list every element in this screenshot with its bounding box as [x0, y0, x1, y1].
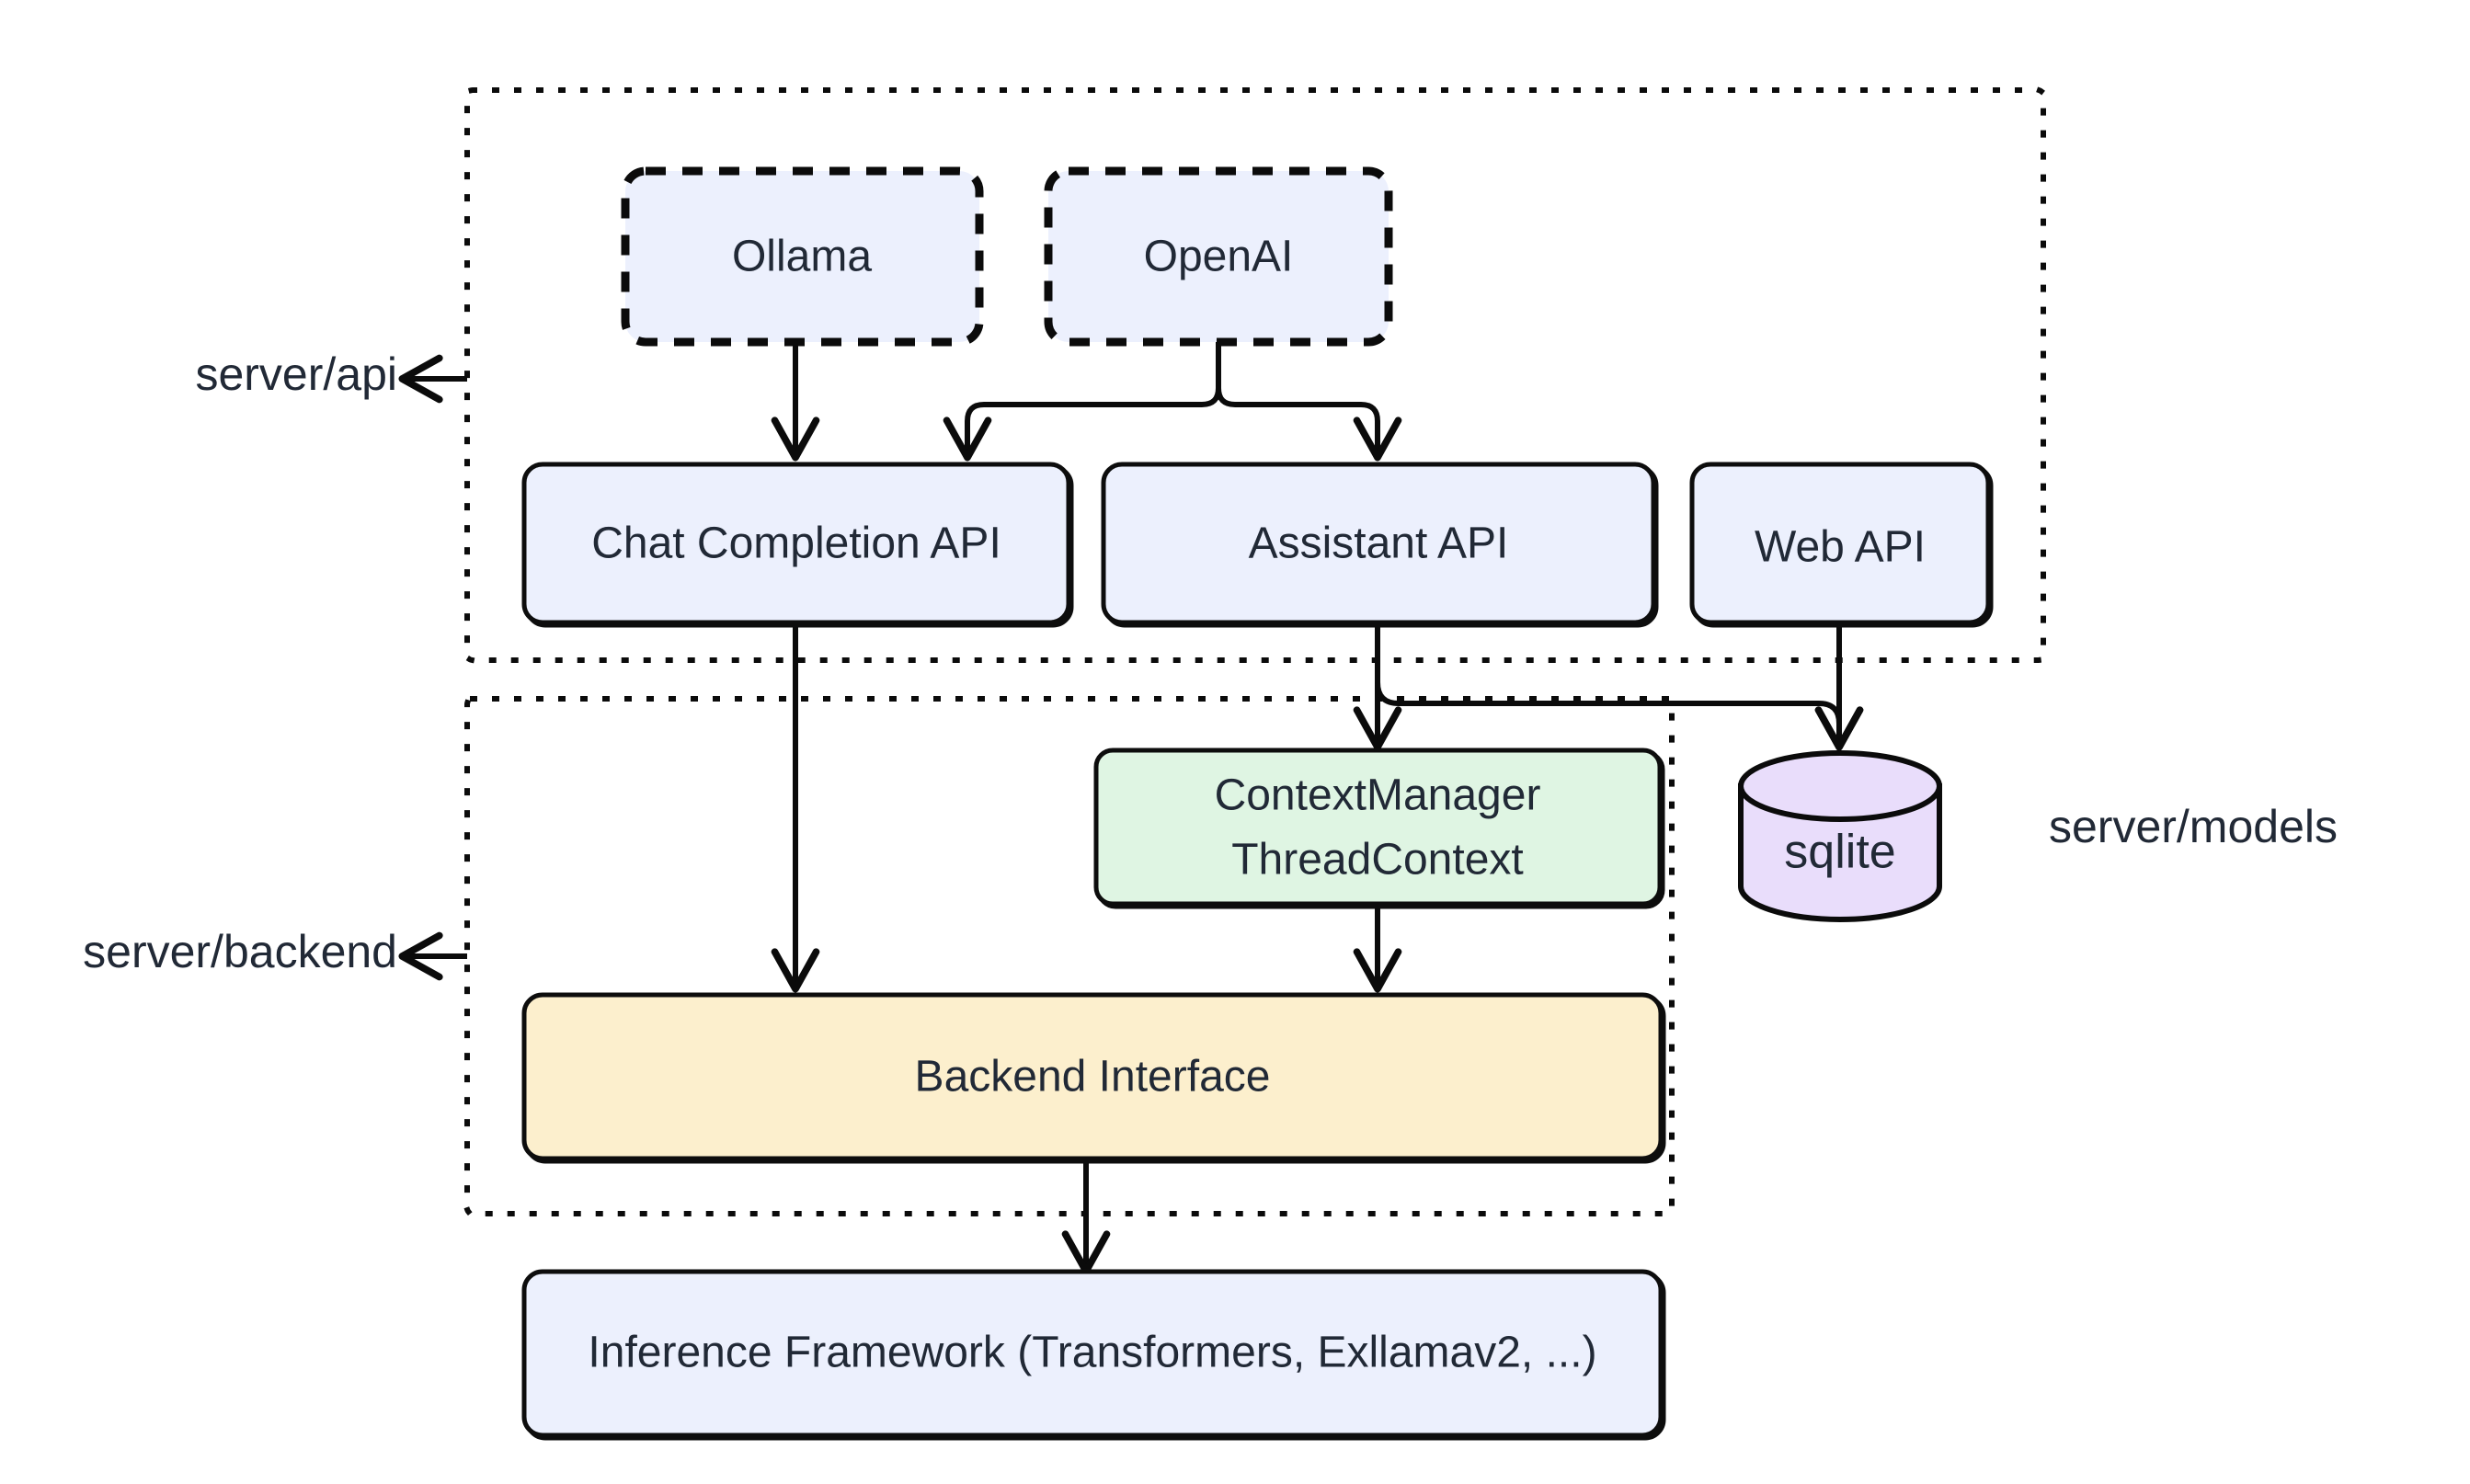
node-web-api-shape — [1689, 462, 1991, 625]
node-inference-framework-shape — [521, 1269, 1664, 1438]
node-chat-completion-api-shape — [521, 462, 1071, 625]
node-web-api-label: Web API — [1755, 523, 1926, 572]
node-sqlite-label: sqlite — [1784, 826, 1895, 879]
node-ollama-label: Ollama — [732, 233, 872, 281]
node-inference-framework-label: Inference Framework (Transformers, Exlla… — [588, 1329, 1596, 1377]
node-inference-framework[interactable]: Inference Framework (Transformers, Exlla… — [521, 1269, 1664, 1438]
node-chat-completion-api-label: Chat Completion API — [591, 519, 1001, 568]
node-backend-interface-shape — [521, 992, 1664, 1161]
node-context-manager-shape — [1093, 748, 1663, 907]
node-web-api[interactable]: Web API — [1689, 462, 1991, 625]
node-sqlite[interactable]: sqlite — [1738, 750, 1942, 922]
node-context-manager-label-line1: ContextManager — [1215, 771, 1541, 820]
group-label-server-backend: server/backend — [83, 926, 397, 977]
node-assistant-api-shape — [1101, 462, 1656, 625]
node-backend-interface-label: Backend Interface — [915, 1053, 1271, 1102]
node-ollama[interactable]: Ollama — [621, 166, 984, 347]
edge-openai-to-chat-api — [943, 342, 1221, 462]
node-ollama-shape — [621, 166, 984, 347]
node-assistant-api[interactable]: Assistant API — [1101, 462, 1656, 625]
node-chat-completion-api[interactable]: Chat Completion API — [521, 462, 1071, 625]
node-openai-shape — [1044, 166, 1393, 347]
node-context-manager-label-line2: ThreadContext — [1231, 836, 1524, 885]
node-context-manager[interactable]: ContextManager ThreadContext — [1093, 748, 1663, 907]
node-openai-label: OpenAI — [1144, 233, 1294, 281]
group-label-server-api: server/api — [195, 348, 397, 400]
node-sqlite-body — [1738, 783, 1942, 922]
node-sqlite-top — [1738, 750, 1942, 822]
group-label-server-models: server/models — [2049, 801, 2338, 852]
node-assistant-api-label: Assistant API — [1249, 519, 1509, 568]
node-openai[interactable]: OpenAI — [1044, 166, 1393, 347]
edge-assistant-api-to-sqlite — [1375, 622, 1864, 751]
group-server-api — [464, 87, 2046, 663]
edge-openai-to-assistant-api — [1216, 342, 1402, 462]
group-server-backend — [464, 696, 1675, 1216]
node-backend-interface[interactable]: Backend Interface — [521, 992, 1664, 1161]
